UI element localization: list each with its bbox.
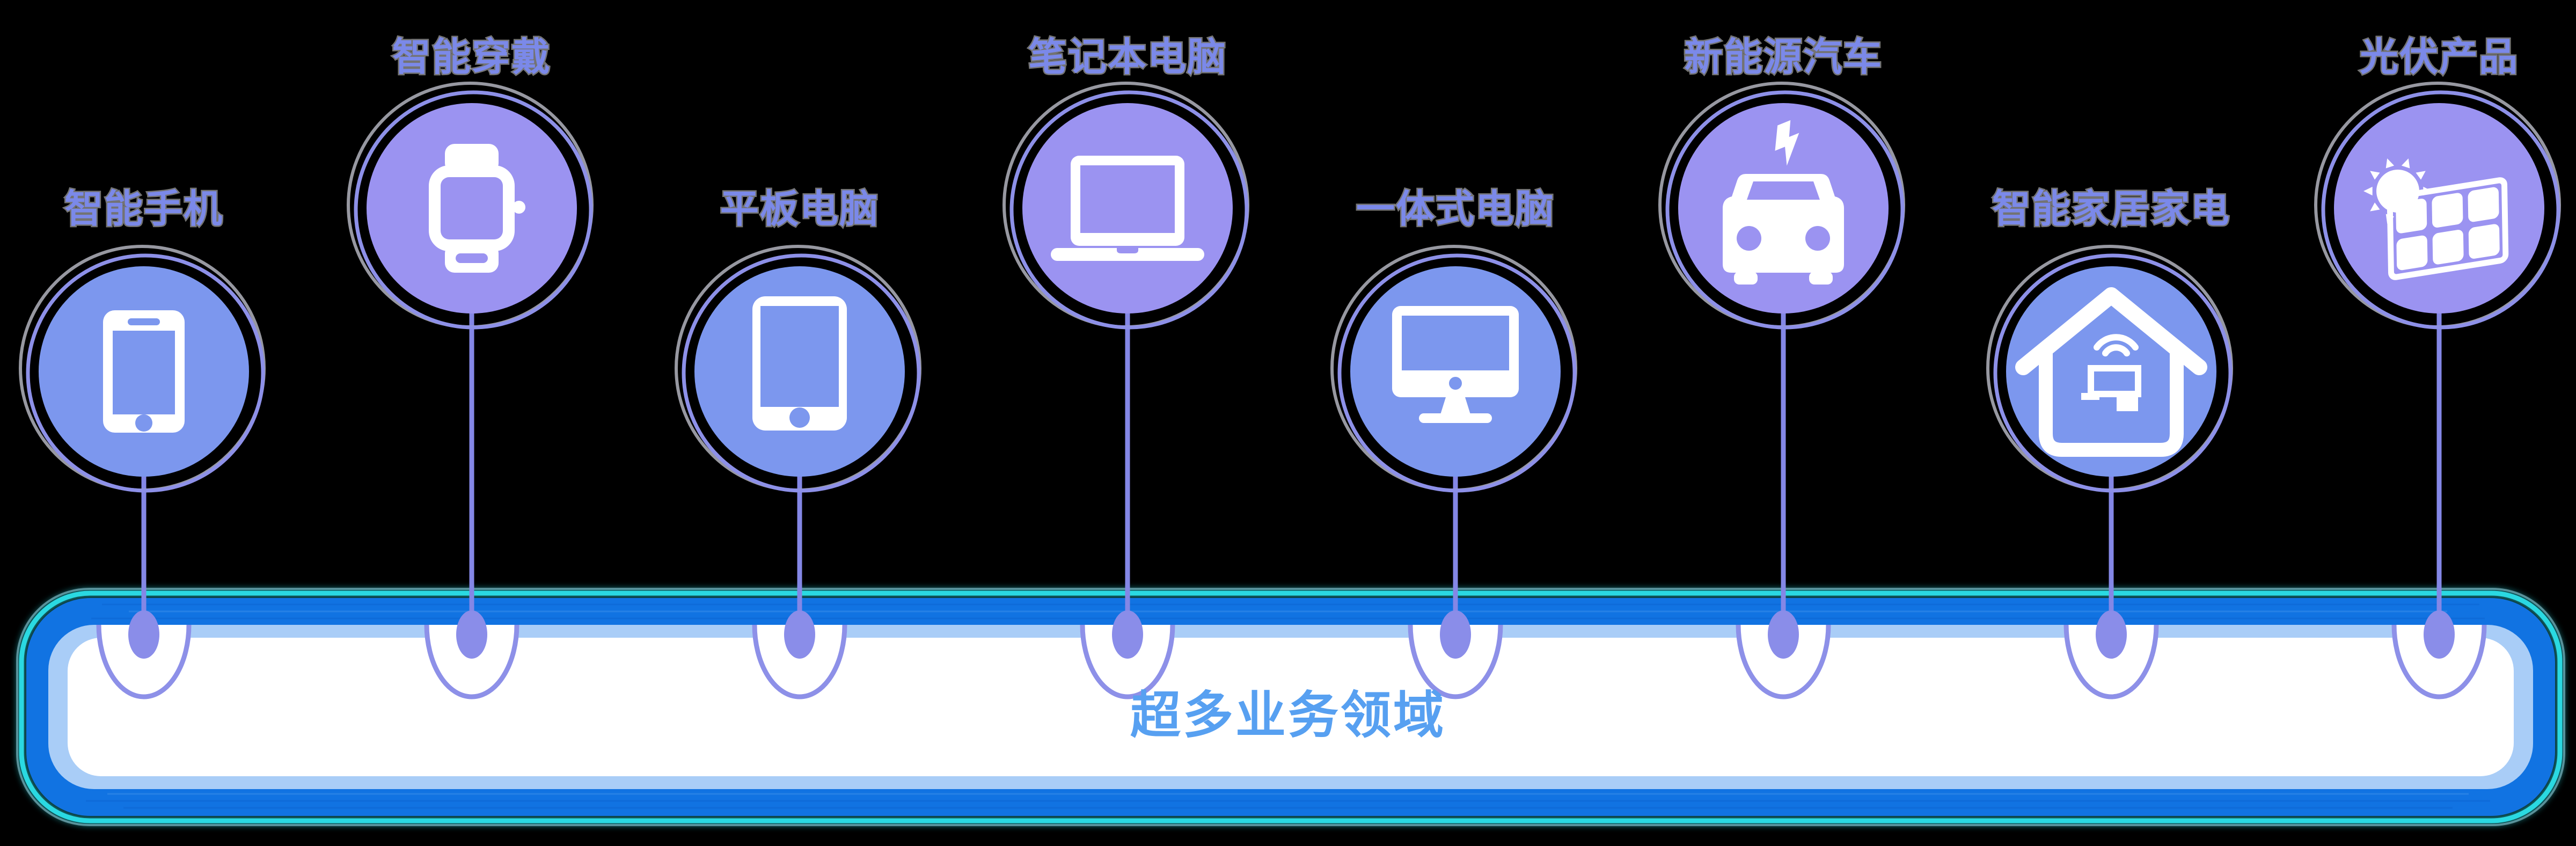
business-item: 智能穿戴 (347, 35, 594, 699)
connector-dot (456, 610, 487, 659)
item-ring-inner (26, 253, 265, 493)
business-item: 智能家居家电 (1986, 187, 2233, 699)
item-label: 智能家居家电 (1992, 188, 2230, 231)
business-item: 一体式电脑 (1330, 187, 1577, 699)
item-ring-inner (1337, 253, 1577, 493)
desktop-icon (1392, 306, 1519, 423)
item-label: 一体式电脑 (1356, 188, 1555, 231)
item-label: 新能源汽车 (1684, 36, 1883, 79)
item-label: 智能手机 (64, 188, 223, 231)
connector-dot (2096, 610, 2127, 659)
bottom-panel (16, 588, 2565, 826)
panel-glow (19, 590, 2563, 823)
panel-body (68, 638, 2514, 776)
item-ring-inner (682, 253, 921, 493)
item-ring-inner (354, 90, 593, 330)
connector-dot (128, 610, 159, 659)
smartphone-icon (103, 310, 185, 433)
smart-home-icon (2015, 287, 2207, 457)
panel-notch (2063, 624, 2159, 699)
panel-notch (1736, 624, 1831, 699)
panel-notch (424, 624, 519, 699)
panel-notch (96, 624, 192, 699)
business-item: 新能源汽车 (1658, 35, 1905, 699)
connector-dot (1112, 610, 1143, 659)
smartwatch-icon (429, 144, 525, 273)
item-ring-inner (2321, 90, 2560, 330)
laptop-icon (1051, 156, 1204, 261)
connector-dot (1768, 610, 1799, 659)
item-label: 笔记本电脑 (1028, 36, 1227, 79)
panel-notch (1080, 624, 1175, 699)
item-ring-inner (1993, 253, 2233, 493)
item-label: 平板电脑 (720, 188, 879, 231)
panel-title: 超多业务领域 (1130, 687, 1446, 743)
business-items: 智能手机 智能穿戴 平板电脑 (19, 35, 2561, 699)
ev-car-icon (1723, 120, 1844, 285)
tablet-icon (752, 296, 847, 431)
connector-dot (1440, 610, 1471, 659)
solar-panel-icon (2363, 158, 2509, 280)
panel-notch (1408, 624, 1503, 699)
item-ring-inner (1009, 90, 1249, 330)
connector-dot (784, 610, 815, 659)
item-ring-inner (1665, 90, 1905, 330)
panel-notch (752, 624, 847, 699)
business-item: 笔记本电脑 (1002, 35, 1249, 699)
business-item: 光伏产品 (2314, 35, 2561, 699)
business-item: 平板电脑 (675, 187, 921, 699)
panel-border-streaks (86, 603, 2490, 809)
item-label: 智能穿戴 (392, 36, 551, 79)
connector-dot (2424, 610, 2455, 659)
business-item: 智能手机 (19, 187, 266, 699)
panel-notch (2391, 624, 2487, 699)
item-label: 光伏产品 (2360, 36, 2519, 79)
